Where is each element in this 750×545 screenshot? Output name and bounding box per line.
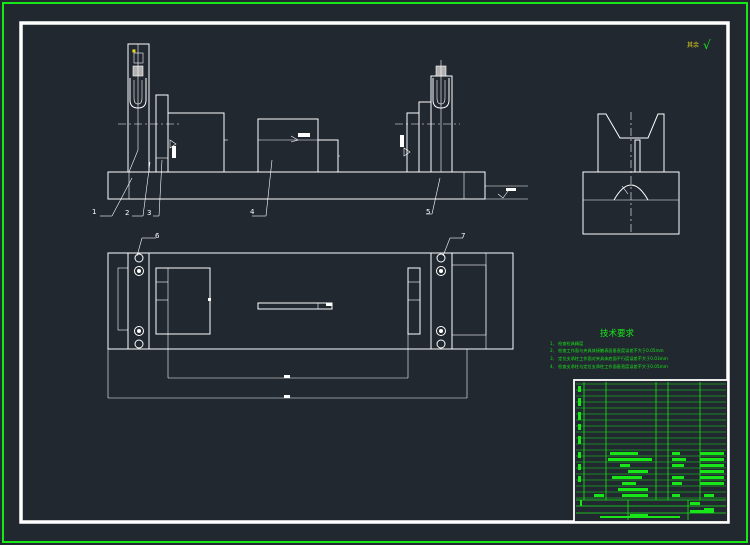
tech-requirement-2: 2、 检查工作面与夹具体接触表面垂直度误差不大于0.05mm — [550, 347, 664, 354]
drawing-frame — [19, 21, 730, 524]
tech-requirement-1: 1、 检查检具精度 — [550, 340, 584, 347]
parts-list-table — [573, 379, 729, 523]
svg-text:■: ■ — [132, 48, 136, 53]
tech-requirement-3: 3、 定位支承柱工作面对夹具体底面平行度误差不大于0.03mm — [550, 355, 668, 362]
balloon-2: 2 — [125, 209, 129, 217]
front-view: ■ — [107, 43, 528, 200]
roughness-symbol-icon: √ — [703, 38, 711, 52]
tech-requirement-4: 4、 检查支承柱与定位支承柱工作面垂直度误差不大于0.05mm — [550, 363, 668, 370]
top-view — [107, 252, 514, 399]
tech-requirements-title: 技术要求 — [600, 328, 635, 339]
balloons-top: 6 7 — [136, 232, 465, 257]
roughness-label: 其余 — [687, 41, 699, 49]
roughness-mark: 其余 √ — [687, 38, 711, 52]
balloon-3: 3 — [147, 209, 151, 217]
balloons-front: 1 2 3 4 5 — [92, 159, 441, 217]
bom-filled-cells — [578, 386, 724, 518]
balloon-1: 1 — [92, 208, 96, 216]
balloon-6: 6 — [155, 232, 160, 240]
balloon-5: 5 — [426, 208, 430, 216]
tech-requirements: 技术要求 1、 检查检具精度 2、 检查工作面与夹具体接触表面垂直度误差不大于0… — [550, 328, 668, 370]
balloon-7: 7 — [461, 232, 465, 240]
balloon-4: 4 — [250, 208, 255, 216]
side-view — [582, 112, 680, 235]
